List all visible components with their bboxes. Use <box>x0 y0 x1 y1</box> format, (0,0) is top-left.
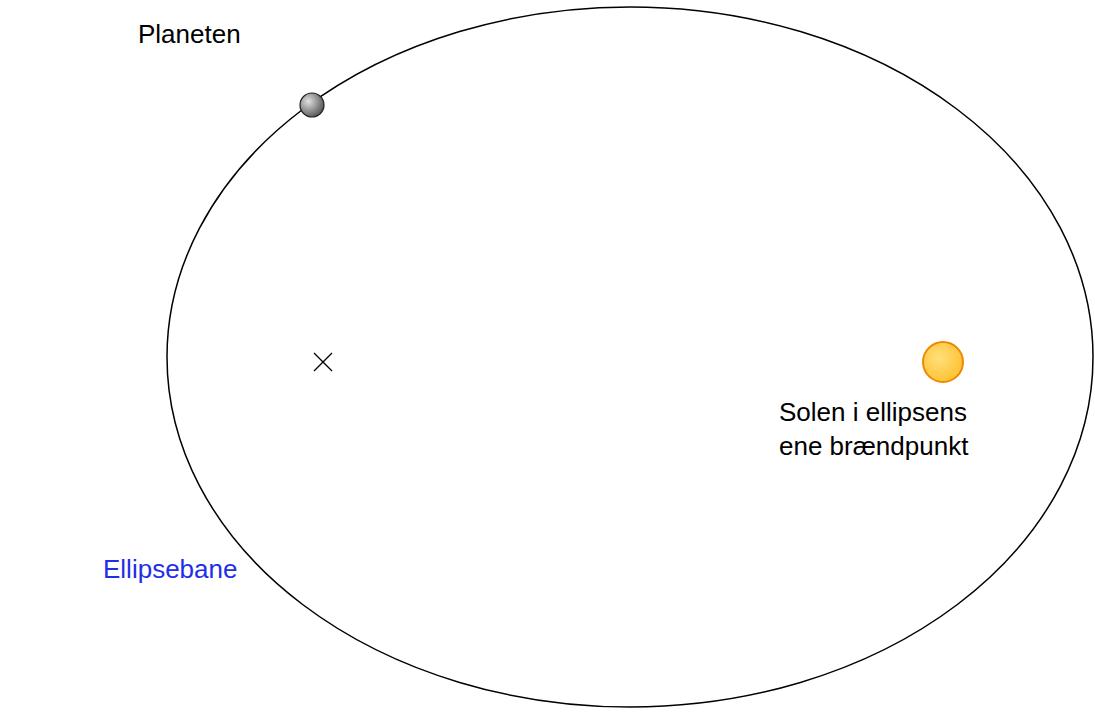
planet-label: Planeten <box>138 18 241 52</box>
focus-cross <box>314 353 332 371</box>
orbit-label: Ellipsebane <box>103 553 237 587</box>
ellipse-orbit <box>167 7 1093 707</box>
sun <box>923 342 963 382</box>
sun-label: Solen i ellipsens ene brændpunkt <box>779 396 987 464</box>
planet <box>300 93 324 117</box>
